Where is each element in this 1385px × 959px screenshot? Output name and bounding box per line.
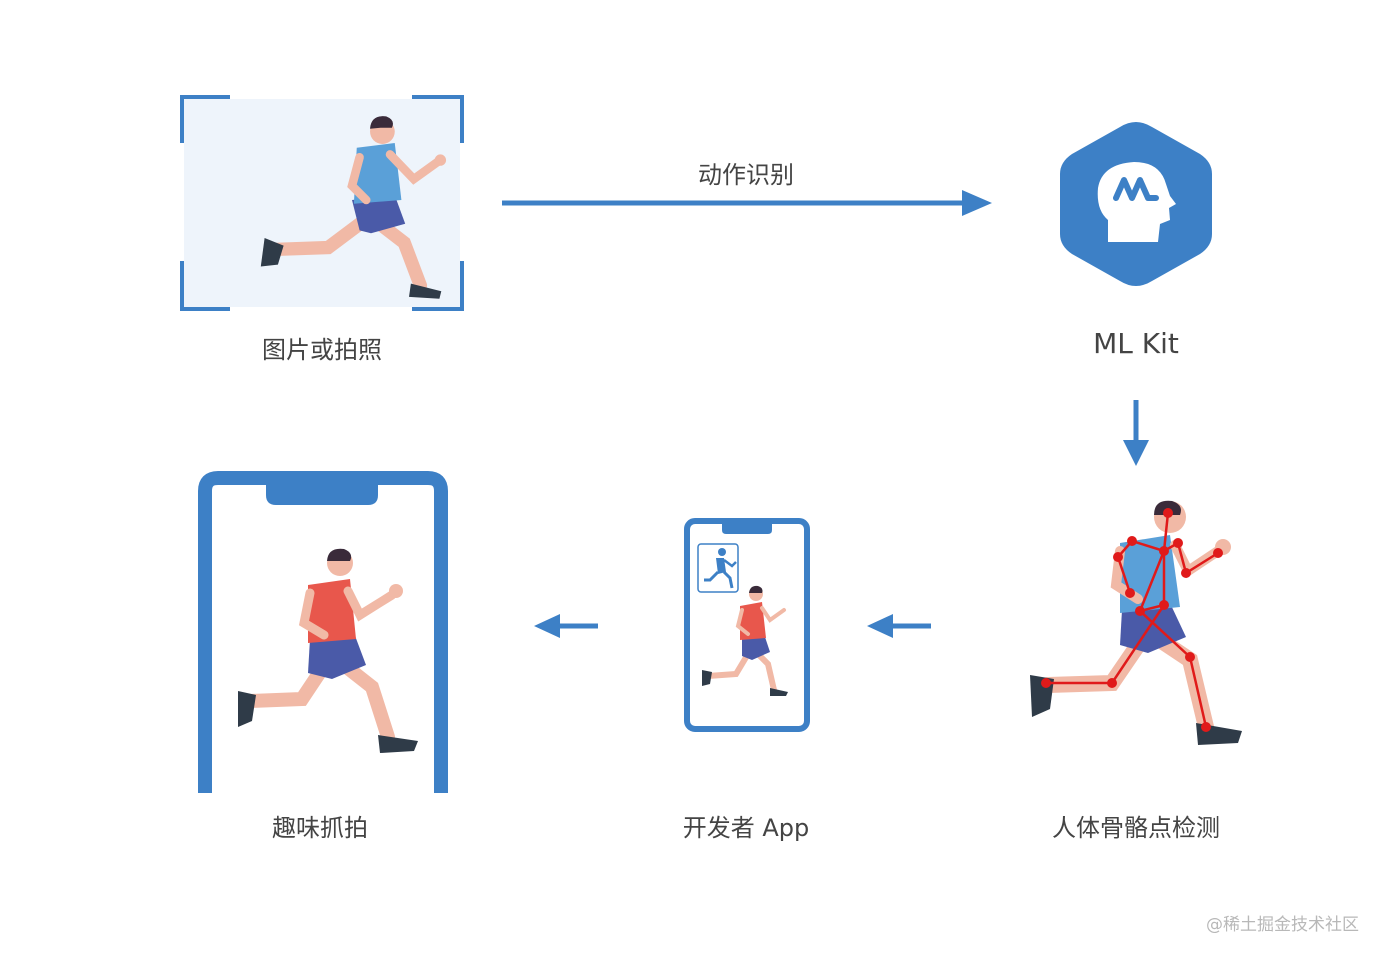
watermark-text: @稀土掘金技术社区 bbox=[1206, 915, 1359, 935]
runner-figure-red-small bbox=[702, 585, 788, 696]
skeleton-node bbox=[1020, 495, 1260, 755]
arrow-right-long bbox=[502, 190, 992, 216]
keypoints bbox=[1041, 508, 1223, 732]
mini-runner-icon bbox=[704, 548, 737, 589]
fun-node bbox=[198, 471, 448, 793]
fun-label: 趣味抓拍 bbox=[272, 814, 368, 842]
photo-label: 图片或拍照 bbox=[262, 336, 382, 364]
ml-brain-icon bbox=[1060, 122, 1212, 286]
runner-figure-red-large bbox=[238, 548, 418, 753]
edge-label-action-recognition: 动作识别 bbox=[698, 161, 794, 189]
arrow-left-1 bbox=[867, 614, 931, 638]
runner-figure-blue bbox=[260, 116, 447, 299]
photo-frame bbox=[180, 95, 464, 311]
photo-node bbox=[178, 93, 466, 313]
skeleton-label: 人体骨骼点检测 bbox=[1052, 814, 1220, 842]
viewfinder-corners bbox=[180, 95, 464, 311]
arrow-down bbox=[1123, 400, 1149, 466]
app-label: 开发者 App bbox=[682, 814, 810, 842]
app-node bbox=[684, 518, 810, 732]
phone-frame-large bbox=[198, 471, 448, 793]
arrow-left-2 bbox=[534, 614, 598, 638]
mlkit-label: ML Kit bbox=[1093, 327, 1179, 360]
phone-frame-small bbox=[684, 518, 810, 732]
mlkit-node bbox=[1056, 116, 1216, 292]
runner-figure-skeleton bbox=[1030, 500, 1242, 745]
